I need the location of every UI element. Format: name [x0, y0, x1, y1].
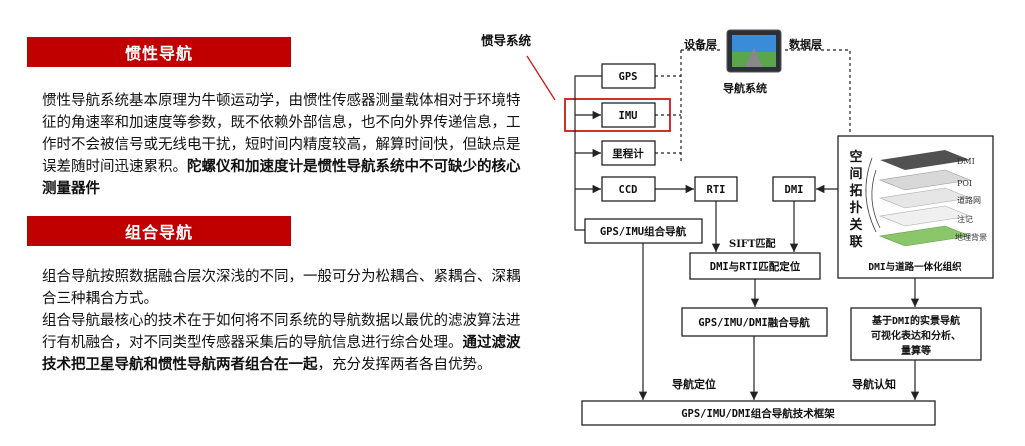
callout-pointer: [526, 55, 556, 101]
gps-imu-combined-box: [584, 218, 703, 244]
combined-nav-p2b: ，充分发挥两者各自优势。: [317, 357, 492, 373]
topo-char-2: 间: [849, 166, 862, 182]
dmi-box: [772, 176, 816, 202]
gps-label: GPS: [619, 71, 638, 83]
topo-char-5: 关: [849, 217, 862, 233]
dmi-rti-match-label: DMI与RTI匹配定位: [710, 260, 801, 273]
gps-imu-combined-label: GPS/IMU组合导航: [600, 225, 687, 238]
combined-nav-p2a: 组合导航最核心的技术在于如何将不同系统的导航数据以最优的滤波算法进行有机融合，对…: [42, 313, 521, 351]
imu-box: [601, 102, 656, 128]
layer-dmi: DMI: [957, 157, 975, 166]
data-layer-label: 数据层: [789, 37, 822, 51]
inertial-nav-body: 惯性导航系统基本原理为牛顿运动学，由惯性传感器测量载体相对于环境特征的角速率和加…: [42, 93, 521, 175]
inertial-nav-bold: 陀螺仪和加速度计是惯性导航系统中不可缺少的核心测量器件: [42, 159, 521, 197]
combined-nav-p2: 组合导航最核心的技术在于如何将不同系统的导航数据以最优的滤波算法进行有机融合，对…: [42, 310, 532, 376]
combined-nav-text: 组合导航按照数据融合层次深浅的不同，一般可分为松耦合、紧耦合、深耦合三种耦合方式…: [42, 266, 532, 376]
nav-system-label: 导航系统: [723, 81, 767, 95]
fusion-nav-label: GPS/IMU/DMI融合导航: [698, 316, 810, 329]
sift-match-label: SIFT匹配: [729, 238, 775, 250]
realview-line-1: 基于DMI的实景导航: [871, 314, 960, 327]
combined-nav-header: 组合导航: [27, 216, 291, 246]
dmi-rti-match-box: [689, 252, 821, 280]
fusion-nav-box: [681, 307, 828, 337]
topo-char-4: 扑: [849, 200, 862, 216]
realview-line-2: 可视化表达和分析、: [871, 329, 961, 342]
nav-cognition-label: 导航认知: [852, 377, 896, 391]
combined-nav-p2-bold: 通过滤波技术把卫星导航和惯性导航两者组合在一起: [42, 335, 521, 373]
ins-callout-label: 惯导系统: [481, 33, 532, 48]
layer-poi: POI: [957, 179, 972, 188]
topo-char-6: 联: [849, 235, 862, 250]
layer-annotation: 注记: [957, 214, 973, 224]
dmi-label: DMI: [785, 184, 804, 196]
odometer-box: [601, 140, 656, 166]
layered-map-illustration: [865, 150, 972, 247]
inertial-nav-text: 惯性导航系统基本原理为牛顿运动学，由惯性传感器测量载体相对于环境特征的角速率和加…: [42, 90, 532, 200]
realview-line-3: 量算等: [901, 344, 931, 357]
odometer-label: 里程计: [612, 147, 644, 160]
ccd-box: [601, 176, 656, 202]
inertial-nav-header: 惯性导航: [27, 37, 291, 67]
imu-label: IMU: [619, 110, 638, 122]
nav-position-label: 导航定位: [672, 377, 716, 391]
device-layer-label: 设备层: [684, 37, 717, 51]
dmi-road-org-label: DMI与道路一体化组织: [868, 261, 962, 273]
rti-box: [694, 176, 738, 202]
layer-road-network: 道路网: [957, 195, 981, 205]
navigation-device-image: [726, 29, 782, 73]
topo-char-3: 拓: [849, 183, 862, 199]
ccd-label: CCD: [619, 184, 638, 196]
layer-geo-background: 地理背景: [955, 232, 987, 242]
data-layer-dashed-line: [785, 49, 851, 135]
framework-label: GPS/IMU/DMI组合导航技术框架: [681, 407, 835, 420]
rti-label: RTI: [707, 184, 726, 196]
realview-nav-box: [850, 307, 982, 361]
topo-char-1: 空: [849, 149, 862, 165]
gps-box: [601, 63, 656, 89]
framework-box: [581, 400, 936, 426]
combined-nav-p1: 组合导航按照数据融合层次深浅的不同，一般可分为松耦合、紧耦合、深耦合三种耦合方式…: [42, 269, 521, 307]
